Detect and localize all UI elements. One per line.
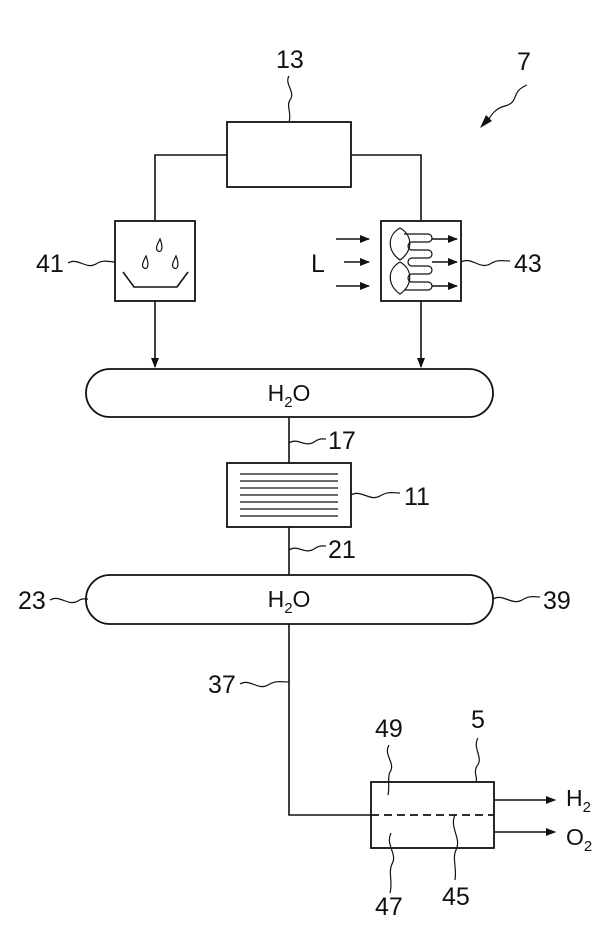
pipe-lower-leader	[289, 546, 326, 551]
supply-line	[289, 624, 371, 815]
label-pipe-lower: 21	[328, 536, 356, 564]
treatment-unit-leader	[351, 493, 400, 498]
label-electrolyzer: 5	[471, 706, 485, 734]
hydrogen-output-label: H2	[566, 785, 591, 816]
label-supply-line: 37	[208, 671, 236, 699]
controller-line-right	[351, 155, 421, 221]
controller-line-left	[155, 155, 227, 221]
label-tank-left: 23	[18, 587, 46, 615]
controller-box	[227, 122, 351, 187]
air-extractor-box	[381, 221, 461, 301]
oxygen-output-label: O2	[566, 824, 592, 855]
label-pipe-upper: 17	[328, 427, 356, 455]
label-cathode-chamber: 47	[375, 893, 403, 921]
tank-left-leader	[50, 598, 88, 602]
pipe-upper-leader	[289, 439, 326, 444]
label-tank-right: 39	[543, 587, 571, 615]
controller-leader	[288, 76, 292, 122]
electrolyzer-leader	[475, 738, 479, 782]
label-condenser: 41	[36, 250, 64, 278]
label-anode-chamber: 49	[375, 715, 403, 743]
air-extractor-leader	[461, 260, 510, 265]
label-air-extractor: 43	[514, 250, 542, 278]
label-controller: 13	[276, 46, 304, 74]
system-leader	[488, 85, 527, 120]
label-system: 7	[517, 48, 531, 76]
condenser-box	[115, 221, 195, 301]
condenser-leader	[68, 261, 115, 266]
supply-line-leader	[240, 682, 289, 687]
label-treatment-unit: 11	[404, 483, 430, 511]
label-air-input: L	[311, 250, 325, 278]
label-membrane: 45	[442, 883, 470, 911]
tank-right-leader	[493, 597, 540, 602]
